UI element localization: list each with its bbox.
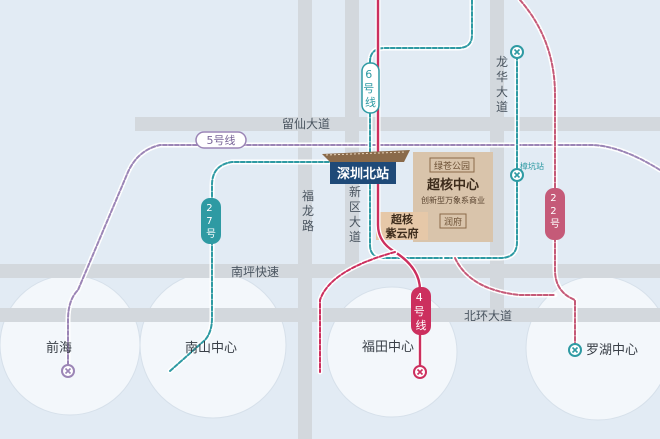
line-22-badge: [545, 188, 565, 240]
line-4-badge: [411, 287, 431, 335]
xinqu-road: [345, 0, 359, 270]
longhua-road-label: 龙 华 大 道: [496, 55, 512, 114]
xinqu-char-0: 新: [349, 184, 361, 199]
beihuan-road: [0, 308, 660, 322]
line-5-badge: [195, 131, 247, 149]
fulong-char-0: 福: [302, 188, 314, 203]
qianhai-label: 前海: [46, 340, 72, 356]
core-title: 超核中心: [427, 177, 479, 193]
line6-char-1: 号: [363, 82, 374, 95]
line22-char-2: 号: [550, 218, 560, 230]
main-station-label-bg: [330, 162, 396, 184]
beihuan-road-label: 北环大道: [464, 309, 512, 323]
zhangkeng-station-icon: [510, 168, 524, 182]
line-27-badge-label: 2 7 号: [206, 203, 216, 240]
line22-char-1: 2: [550, 206, 556, 217]
line-badges: 5号线 6 号 线 2 7 号 4 号 线 2 2 号: [195, 62, 565, 335]
qianhai-station-icon: [61, 364, 75, 378]
line27-char-2: 号: [206, 228, 216, 240]
longhua-char-1: 华: [496, 70, 508, 84]
project-label-line1: 超核: [390, 212, 413, 226]
nanping-road-label: 南坪快速: [231, 264, 279, 279]
longhua-char-3: 道: [496, 100, 508, 114]
core-badge: 润府: [444, 216, 462, 228]
luohu-label: 罗湖中心: [586, 343, 638, 358]
fulong-road-label: 福 龙 路: [302, 188, 318, 233]
fulong-road: [298, 0, 312, 439]
north-station-icon: [510, 45, 524, 59]
line4-char-1: 号: [414, 305, 425, 318]
core-subtitle: 创新型万象系商业: [421, 195, 485, 205]
liuxian-road-label: 留仙大道: [282, 117, 330, 131]
line-27-badge: [201, 198, 221, 244]
xinqu-road-label: 新 区 大 道: [349, 184, 365, 244]
core-badge-box: [439, 213, 467, 229]
xinqu-char-3: 道: [349, 230, 361, 244]
nanshan-label: 南山中心: [185, 340, 237, 356]
station-markers: [61, 45, 582, 379]
futian-label: 福田中心: [362, 340, 414, 355]
line-22-badge-label: 2 2 号: [550, 193, 560, 230]
liuxian-road: [135, 117, 660, 131]
development-blocks: [376, 152, 493, 242]
district-labels: 前海 南山中心 福田中心 罗湖中心: [46, 340, 638, 358]
line-5-badge-label: 5号线: [207, 133, 236, 147]
station-canopy-icon: [322, 150, 410, 162]
line-4-badge-label: 4 号 线: [414, 291, 429, 332]
district-circles: [0, 271, 660, 421]
futian-station-icon: [413, 365, 427, 379]
core-tag: 绿苍公园: [434, 160, 470, 172]
core-tag-box: [429, 157, 475, 173]
fulong-char-2: 路: [302, 218, 314, 233]
line27-char-1: 7: [206, 216, 212, 227]
core-block-content: 绿苍公园 超核中心 创新型万象系商业 润府: [421, 157, 485, 229]
xinqu-char-1: 区: [349, 200, 361, 214]
line27-char-0: 2: [206, 203, 212, 214]
nanping-road: [0, 264, 660, 278]
line22-char-0: 2: [550, 193, 556, 204]
project-label-line2: 紫云府: [386, 226, 419, 240]
fulong-char-1: 龙: [302, 204, 314, 218]
longhua-char-0: 龙: [496, 55, 508, 69]
project-highlight-block: [376, 212, 428, 240]
zhangkeng-station-label: 樟坑站: [520, 161, 544, 171]
xinqu-char-2: 大: [349, 215, 361, 229]
metro-lines: [65, 0, 660, 375]
main-station-label: 深圳北站: [337, 166, 389, 182]
line-6-badge-label: 6 号 线: [363, 68, 378, 109]
longhua-char-2: 大: [496, 85, 508, 99]
line4-char-2: 线: [416, 318, 427, 332]
line6-char-2: 线: [365, 95, 376, 109]
luohu-station-icon: [568, 343, 582, 357]
longhua-road: [490, 0, 504, 310]
line-6-badge: [361, 62, 380, 114]
line4-char-0: 4: [416, 291, 423, 304]
project-label: 超核 紫云府: [386, 212, 419, 240]
line6-char-0: 6: [365, 68, 372, 81]
road-labels: 留仙大道 南坪快速 北环大道 福 龙 路 新 区 大 道 龙 华 大 道: [231, 55, 512, 323]
